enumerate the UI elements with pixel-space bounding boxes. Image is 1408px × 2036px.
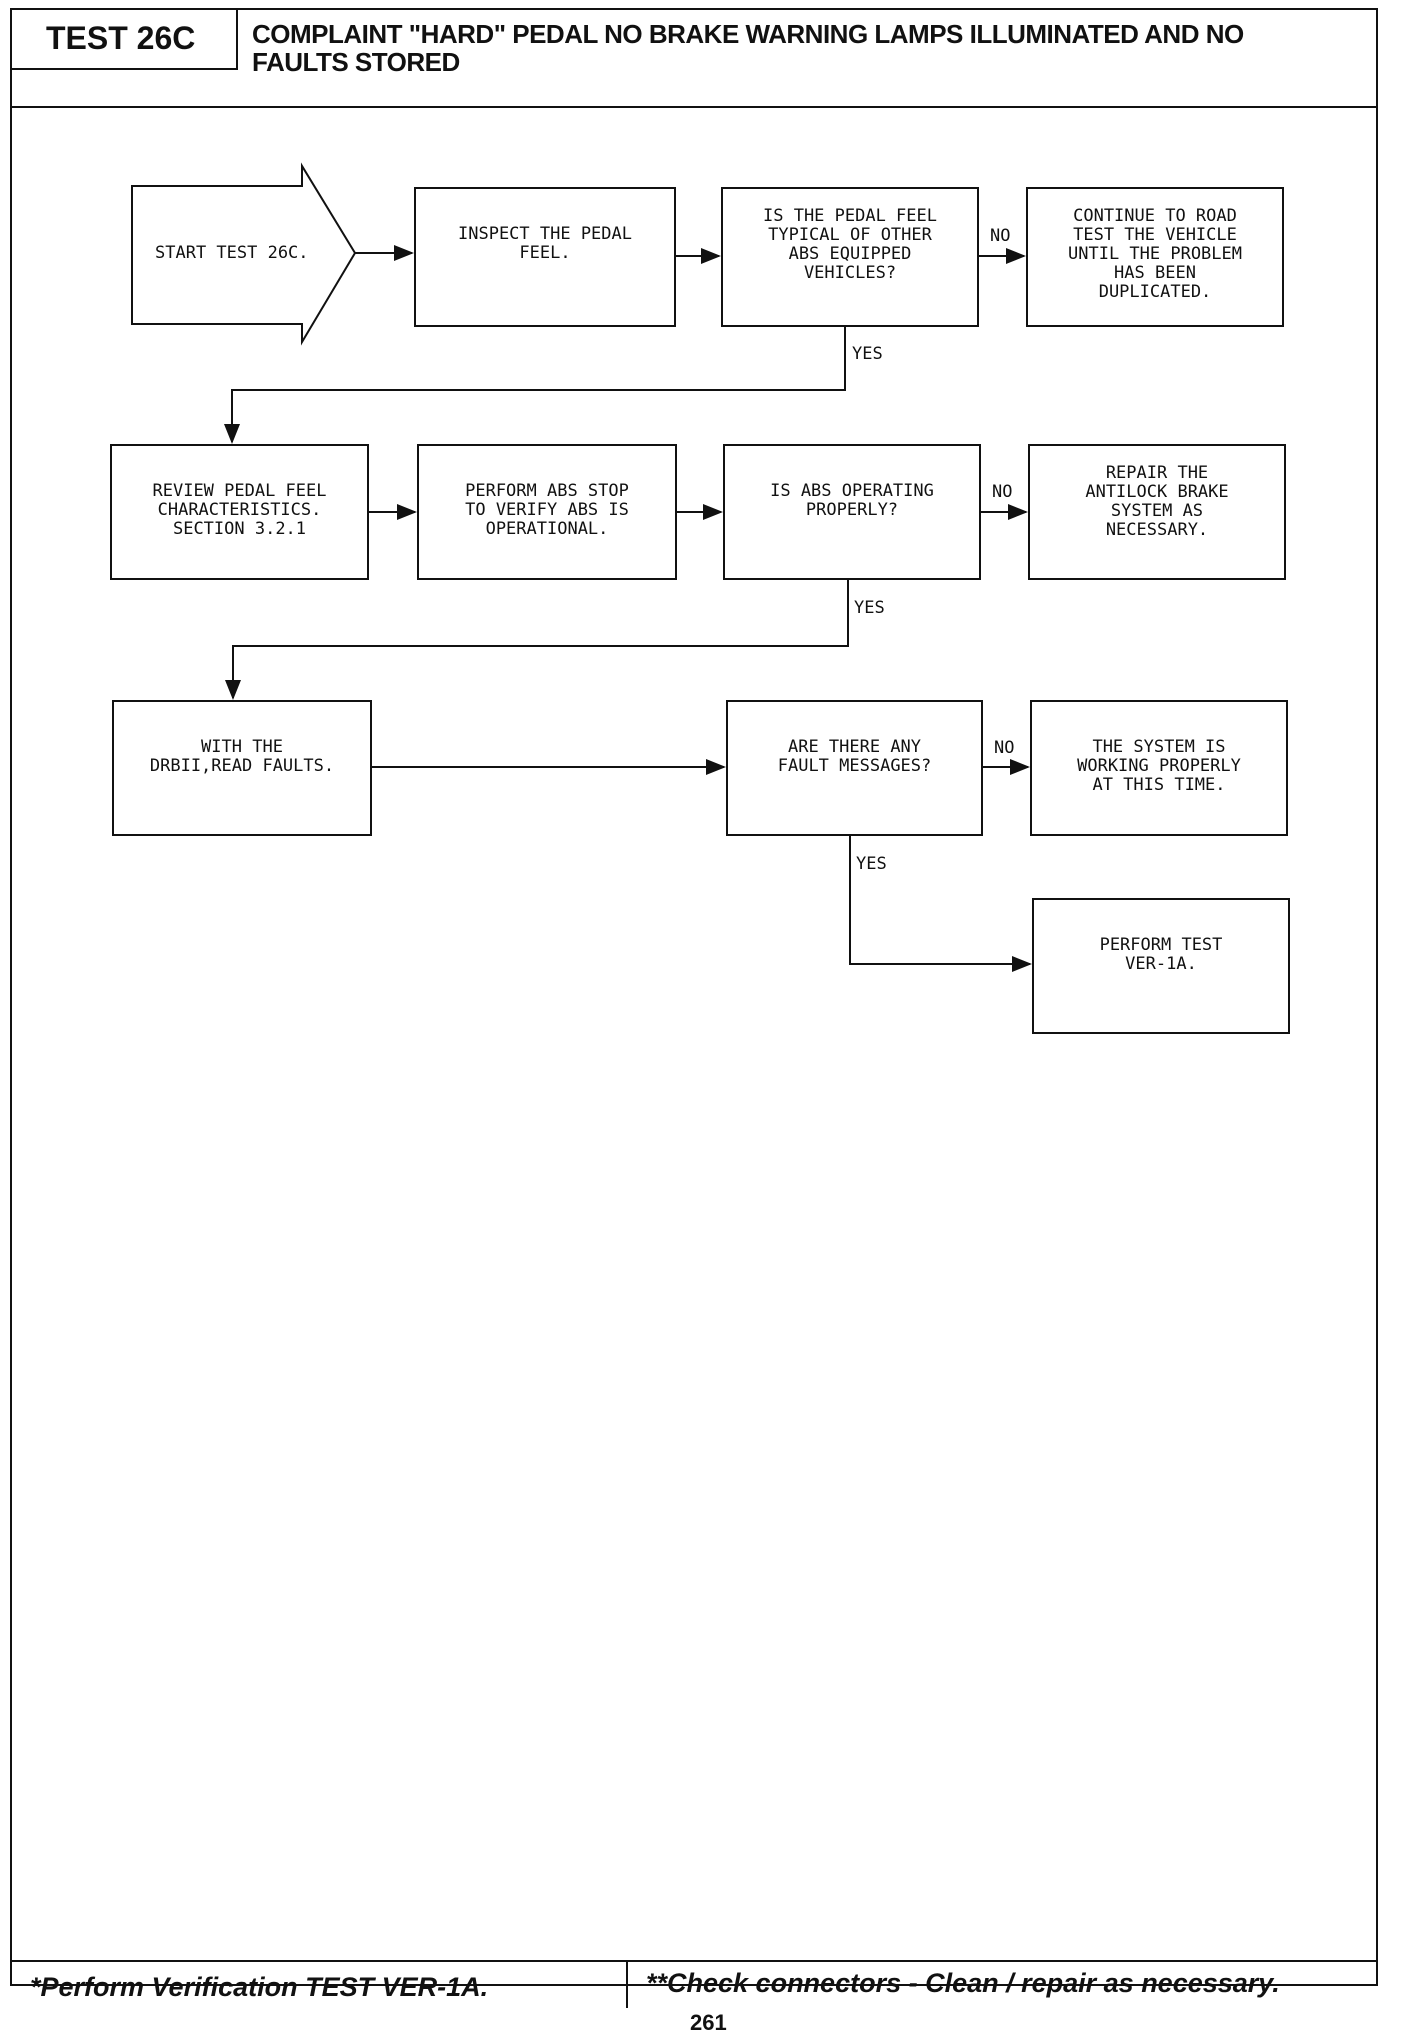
yes-label-3: YES bbox=[856, 854, 887, 874]
no-label-1: NO bbox=[990, 226, 1011, 246]
title-line-1: COMPLAINT "HARD" PEDAL NO BRAKE WARNING … bbox=[252, 19, 1244, 49]
road-test-box: CONTINUE TO ROAD TEST THE VEHICLE UNTIL … bbox=[1026, 187, 1284, 327]
footer-connector-note: **Check connectors - Clean / repair as n… bbox=[646, 1968, 1280, 1998]
system-working-box: THE SYSTEM IS WORKING PROPERLY AT THIS T… bbox=[1030, 700, 1288, 836]
fault-messages-decision-box: ARE THERE ANY FAULT MESSAGES? bbox=[726, 700, 983, 836]
page-frame bbox=[10, 8, 1378, 1986]
footer-band bbox=[10, 1960, 1378, 2016]
start-test-label: START TEST 26C. bbox=[155, 243, 309, 263]
inspect-pedal-box: INSPECT THE PEDAL FEEL. bbox=[414, 187, 676, 327]
footer-verification-note: *Perform Verification TEST VER-1A. bbox=[30, 1972, 489, 2002]
review-pedal-box: REVIEW PEDAL FEEL CHARACTERISTICS. SECTI… bbox=[110, 444, 369, 580]
abs-operating-decision-box: IS ABS OPERATING PROPERLY? bbox=[723, 444, 981, 580]
no-label-3: NO bbox=[994, 738, 1015, 758]
abs-stop-box: PERFORM ABS STOP TO VERIFY ABS IS OPERAT… bbox=[417, 444, 677, 580]
title-line-2: FAULTS STORED bbox=[252, 47, 460, 77]
header-band bbox=[10, 8, 1378, 108]
footer-divider bbox=[626, 1962, 628, 2008]
yes-label-1: YES bbox=[852, 344, 883, 364]
yes-label-2: YES bbox=[854, 598, 885, 618]
page-number: 261 bbox=[690, 2010, 727, 2035]
test-id-label: TEST 26C bbox=[10, 8, 238, 70]
page-title: COMPLAINT "HARD" PEDAL NO BRAKE WARNING … bbox=[252, 20, 1362, 76]
read-faults-box: WITH THE DRBII,READ FAULTS. bbox=[112, 700, 372, 836]
no-label-2: NO bbox=[992, 482, 1013, 502]
pedal-feel-decision-box: IS THE PEDAL FEEL TYPICAL OF OTHER ABS E… bbox=[721, 187, 979, 327]
start-arrow-shape bbox=[131, 162, 357, 346]
repair-abs-box: REPAIR THE ANTILOCK BRAKE SYSTEM AS NECE… bbox=[1028, 444, 1286, 580]
perform-ver1a-box: PERFORM TEST VER-1A. bbox=[1032, 898, 1290, 1034]
